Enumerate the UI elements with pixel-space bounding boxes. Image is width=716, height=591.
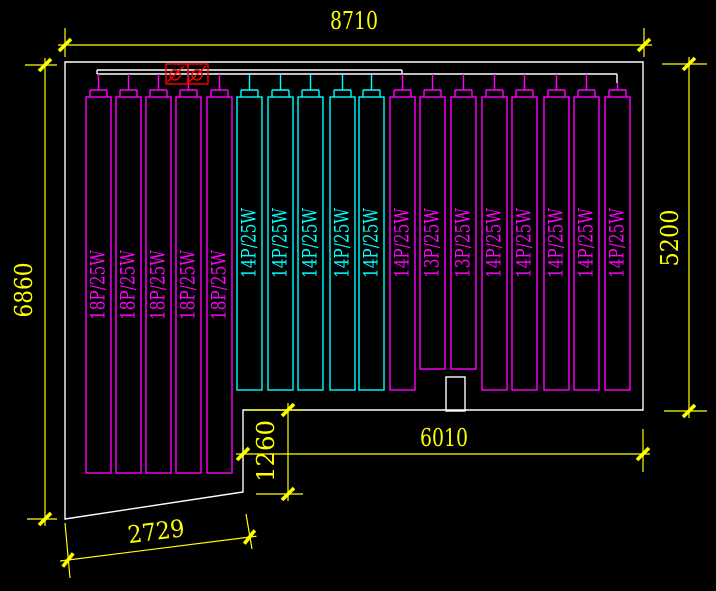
- radiator-body: [267, 96, 294, 391]
- dim-tick: [37, 511, 53, 527]
- dim-tick: [681, 403, 697, 419]
- dimension-height-right: 5200: [656, 56, 707, 419]
- dim-value-slant: 2729: [126, 514, 186, 549]
- radiator-panel: 14P/25W: [543, 74, 570, 391]
- radiator-label: 18P/25W: [116, 250, 140, 320]
- header-pipes: [96, 69, 618, 83]
- radiator-panel: 18P/25W: [145, 74, 172, 474]
- radiator-panel: 14P/25W: [329, 74, 356, 391]
- dimension-notch-height: 1260: [246, 402, 303, 502]
- radiator-label: 14P/25W: [544, 208, 568, 278]
- dim-value-bottom: 6010: [420, 424, 468, 452]
- dim-value-notch: 1260: [252, 420, 280, 482]
- radiator-body: [481, 96, 508, 391]
- radiator-body: [236, 96, 263, 391]
- dimension-width-bottom: 6010: [235, 424, 651, 472]
- radiator-panel: 14P/25W: [511, 74, 538, 391]
- radiator-body: [604, 96, 631, 391]
- radiator-label: 13P/25W: [420, 208, 444, 278]
- dim-value-top: 8710: [330, 7, 378, 35]
- radiator-panel: 14P/25W: [604, 83, 631, 391]
- radiator-body: [145, 96, 172, 474]
- radiator-label: 18P/25W: [86, 250, 110, 320]
- radiator-label: 18P/25W: [176, 250, 200, 320]
- radiator-body: [206, 96, 233, 474]
- radiator-body: [329, 96, 356, 391]
- dim-tick: [636, 37, 652, 53]
- radiator-panel: 18P/25W: [85, 74, 112, 474]
- radiator-body: [511, 96, 538, 391]
- valve-box-2: [187, 63, 209, 85]
- radiator-body: [358, 96, 385, 391]
- radiator-body: [419, 96, 446, 370]
- radiator-panel: 14P/25W: [358, 74, 385, 391]
- radiator-label: 18P/25W: [146, 250, 170, 320]
- dim-value-right: 5200: [656, 210, 684, 267]
- radiator-panel: 14P/25W: [573, 74, 600, 391]
- radiator-panel: 13P/25W: [419, 74, 446, 370]
- wall-shaft: [445, 376, 466, 412]
- radiator-label: 18P/25W: [207, 250, 231, 320]
- radiator-label: 14P/25W: [574, 208, 598, 278]
- dim-tick: [235, 446, 251, 462]
- radiator-label: 13P/25W: [451, 208, 475, 278]
- radiator-body: [450, 96, 477, 370]
- dim-value-left: 6860: [10, 263, 38, 318]
- dim-tick: [242, 529, 257, 545]
- radiator-body: [297, 96, 324, 391]
- radiator-panel: 14P/25W: [389, 74, 416, 391]
- radiator-label: 14P/25W: [268, 208, 292, 278]
- radiator-label: 14P/25W: [482, 208, 506, 278]
- radiator-panel: 18P/25W: [175, 74, 202, 474]
- valve-group: [165, 63, 209, 85]
- dimension-height-left: 6860: [10, 57, 57, 527]
- radiator-label: 14P/25W: [330, 208, 354, 278]
- dim-tick: [280, 402, 296, 418]
- radiator-body: [175, 96, 202, 474]
- dim-tick: [57, 37, 73, 53]
- radiator-panel: 13P/25W: [450, 74, 477, 370]
- radiator-body: [115, 96, 142, 474]
- radiator-label: 14P/25W: [605, 208, 629, 278]
- radiator-label: 14P/25W: [390, 208, 414, 278]
- dim-tick: [280, 486, 296, 502]
- dim-tick: [635, 446, 651, 462]
- dimension-width-top: 8710: [57, 7, 652, 57]
- radiator-panel: 14P/25W: [236, 74, 263, 391]
- radiator-label: 14P/25W: [359, 208, 383, 278]
- radiator-body: [389, 96, 416, 391]
- room-boundary: [64, 61, 644, 520]
- radiator-body: [573, 96, 600, 391]
- radiator-panel: 18P/25W: [115, 74, 142, 474]
- dim-tick: [37, 57, 53, 73]
- radiator-panel: 14P/25W: [267, 74, 294, 391]
- slant-dim-line: 2729: [59, 514, 257, 568]
- radiator-panel: 18P/25W: [206, 74, 233, 474]
- dim-tick: [681, 56, 697, 72]
- radiator-label: 14P/25W: [298, 208, 322, 278]
- room-outline: [64, 61, 644, 520]
- radiator-body: [85, 96, 112, 474]
- valve-icon: [166, 65, 185, 83]
- radiator-label: 14P/25W: [512, 208, 536, 278]
- radiator-panel: 14P/25W: [297, 74, 324, 391]
- radiator-panel: 14P/25W: [481, 74, 508, 391]
- valve-icon: [188, 65, 207, 83]
- radiator-body: [543, 96, 570, 391]
- dim-tick: [61, 552, 75, 568]
- radiator-label: 14P/25W: [237, 208, 261, 278]
